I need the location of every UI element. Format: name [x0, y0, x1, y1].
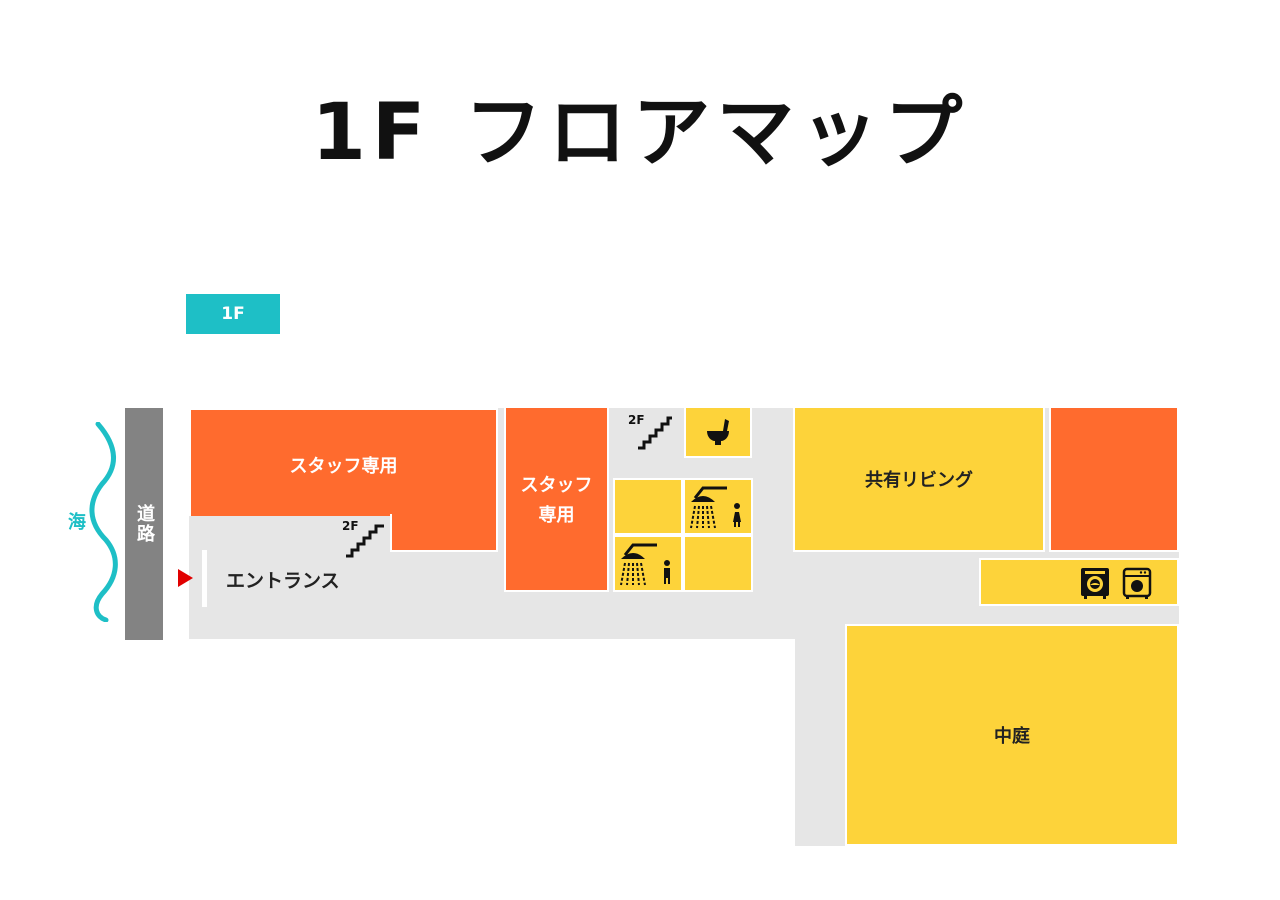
shared-living-room: 共有リビング: [793, 406, 1045, 552]
shower-female-room: [683, 478, 753, 535]
staff-room-1-label: スタッフ専用: [289, 456, 398, 477]
staff-room-1-notch: [390, 514, 498, 552]
courtyard: 中庭: [845, 624, 1179, 846]
laundry-area: [979, 558, 1179, 606]
page-title: 1F フロアマップ: [311, 88, 969, 178]
entrance-arrow-icon: [178, 569, 193, 587]
shower-cell-empty-2: [683, 535, 753, 592]
shower-male-room: [613, 535, 683, 592]
staff-room-3: [1049, 406, 1179, 552]
toilet-room: [684, 406, 752, 458]
dryer-icon: [1121, 566, 1153, 600]
staff-room-2-line2: 専用: [538, 505, 575, 526]
sea-label: 海: [68, 512, 86, 533]
staff-room-2: スタッフ 専用: [504, 406, 609, 592]
svg-text:2F: 2F: [342, 519, 359, 533]
entrance-door: [202, 550, 207, 607]
shower-female-icon: [687, 482, 749, 532]
staff-room-2-line1: スタッフ: [520, 475, 593, 496]
wave-icon: [88, 422, 122, 622]
shower-cell-empty-1: [613, 478, 683, 535]
stairs-label: 2F: [628, 413, 645, 427]
toilet-icon: [703, 417, 733, 447]
staff-room-1-top: [189, 408, 498, 516]
stairs-icon: 2F: [342, 516, 388, 558]
shower-male-icon: [617, 539, 679, 589]
stairs-icon: 2F: [628, 410, 674, 452]
entrance-label: エントランス: [226, 570, 340, 592]
floor-tag[interactable]: 1F: [186, 294, 280, 334]
road: 道路: [125, 408, 163, 640]
washing-machine-icon: [1079, 566, 1111, 600]
